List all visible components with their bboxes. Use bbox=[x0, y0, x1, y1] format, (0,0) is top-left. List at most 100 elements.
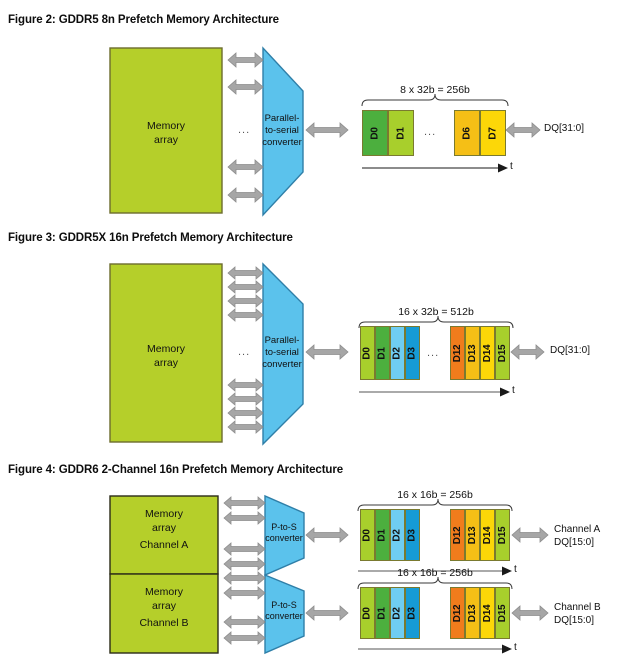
converter-to-blocks-arrow bbox=[305, 344, 349, 360]
data-block-gap-ellipsis: ... bbox=[427, 347, 440, 359]
data-block-label: D3 bbox=[407, 606, 418, 620]
data-block-label: D12 bbox=[452, 344, 464, 362]
data-block-label: D0 bbox=[369, 126, 381, 140]
data-block: D12 bbox=[450, 509, 465, 561]
data-block: D13 bbox=[465, 326, 480, 380]
bus-ellipsis: ... bbox=[238, 346, 251, 358]
converter-label-line-1: Parallel- bbox=[264, 113, 300, 124]
converter-to-blocks-arrow bbox=[305, 122, 349, 138]
figure-2: Figure 2: GDDR5 8n Prefetch Memory Archi… bbox=[0, 0, 640, 222]
data-block: D14 bbox=[480, 326, 495, 380]
data-block: D1 bbox=[375, 509, 390, 561]
dimension-brace-channel-b bbox=[357, 576, 513, 590]
memory-array-label-line-1: Memory bbox=[147, 343, 185, 355]
dimension-brace bbox=[361, 93, 509, 107]
memory-array-label-line-2: array bbox=[154, 356, 178, 369]
time-axis-arrowhead bbox=[498, 163, 508, 173]
data-block-label: D1 bbox=[377, 606, 388, 620]
data-block-label: D7 bbox=[487, 126, 499, 140]
data-block-label: D3 bbox=[407, 528, 418, 542]
memory-array-label-line-1: Memory bbox=[145, 508, 183, 520]
data-block: D12 bbox=[450, 326, 465, 380]
data-block-label: D14 bbox=[482, 344, 494, 362]
memory-array-label-line-3: Channel A bbox=[139, 539, 189, 552]
dimension-brace bbox=[358, 315, 514, 329]
channel-b-io-line-2: DQ[15:0] bbox=[554, 614, 595, 626]
converter-label: Parallel- to-serial converter bbox=[258, 335, 306, 371]
time-axis-label: t bbox=[510, 161, 513, 172]
blocks-to-channel-a-arrow bbox=[511, 527, 549, 543]
data-block: D12 bbox=[450, 587, 465, 639]
converter-label-line-2: to-serial bbox=[265, 346, 299, 358]
data-block-label: D15 bbox=[497, 526, 509, 544]
memory-array-label: Memory array bbox=[110, 343, 222, 370]
data-block: D0 bbox=[362, 110, 388, 156]
channel-a-io-line-1: Channel A bbox=[554, 524, 601, 535]
data-block: D0 bbox=[360, 587, 375, 639]
converter-label-channel-b: P-to-S converter bbox=[262, 600, 306, 623]
memory-array-box-channel-a bbox=[109, 495, 219, 575]
memory-array-label-line-3: Channel B bbox=[139, 617, 189, 630]
data-block-gap-ellipsis: ... bbox=[424, 126, 437, 138]
data-block: D0 bbox=[360, 509, 375, 561]
figure-3-diagram bbox=[109, 262, 545, 446]
parallel-to-serial-converter-shape bbox=[262, 262, 304, 446]
figure-2-title: Figure 2: GDDR5 8n Prefetch Memory Archi… bbox=[8, 14, 279, 26]
p-to-s-converter-shape-channel-b bbox=[264, 573, 305, 655]
dq-io-label: DQ[31:0] bbox=[544, 123, 585, 134]
data-block-label: D0 bbox=[362, 528, 373, 542]
bus-arrow-group-bottom bbox=[227, 378, 264, 434]
converter-to-blocks-arrow-channel-b bbox=[305, 605, 349, 621]
bus-arrow-group-bottom bbox=[227, 159, 264, 203]
data-block: D13 bbox=[465, 509, 480, 561]
memory-array-label: Memory array bbox=[110, 120, 222, 147]
data-block: D7 bbox=[480, 110, 506, 156]
converter-label-channel-a: P-to-S converter bbox=[262, 522, 306, 545]
memory-array-label-channel-a: Memory array Channel A bbox=[110, 508, 218, 553]
data-block: D3 bbox=[405, 509, 420, 561]
memory-array-label-line-2: array bbox=[154, 133, 178, 146]
data-block-label: D2 bbox=[392, 606, 403, 620]
bus-arrow-group-channel-b bbox=[223, 571, 266, 645]
data-block-label: D3 bbox=[407, 346, 418, 360]
data-block: D2 bbox=[390, 326, 405, 380]
time-axis-arrowhead bbox=[500, 387, 510, 397]
converter-label-line-1: Parallel- bbox=[264, 335, 300, 346]
data-block-label: D12 bbox=[452, 604, 464, 622]
converter-label-line-2: to-serial bbox=[265, 124, 299, 136]
data-block: D0 bbox=[360, 326, 375, 380]
data-block: D6 bbox=[454, 110, 480, 156]
blocks-to-dq-arrow bbox=[510, 344, 545, 360]
data-block-label: D15 bbox=[497, 604, 509, 622]
figure-4-diagram bbox=[109, 494, 549, 655]
channel-b-io-line-1: Channel B bbox=[554, 602, 601, 613]
data-block: D15 bbox=[495, 509, 510, 561]
data-block: D13 bbox=[465, 587, 480, 639]
converter-to-blocks-arrow-channel-a bbox=[305, 527, 349, 543]
data-block: D1 bbox=[388, 110, 414, 156]
data-block-label: D1 bbox=[377, 528, 388, 542]
dimension-label: 8 x 32b = 256b bbox=[400, 84, 470, 96]
data-block: D2 bbox=[390, 509, 405, 561]
time-axis-label: t bbox=[512, 385, 515, 396]
channel-a-io-label: Channel A DQ[15:0] bbox=[554, 524, 600, 549]
data-block-label: D12 bbox=[452, 526, 464, 544]
data-block: D14 bbox=[480, 509, 495, 561]
data-block: D14 bbox=[480, 587, 495, 639]
bus-ellipsis: ... bbox=[238, 124, 251, 136]
converter-label-line-2: converter bbox=[265, 533, 303, 544]
data-block-label: D14 bbox=[482, 526, 494, 544]
memory-array-label-line-1: Memory bbox=[147, 120, 185, 132]
parallel-to-serial-converter-shape bbox=[262, 46, 304, 217]
data-block-label: D6 bbox=[461, 126, 473, 140]
data-block-label: D2 bbox=[392, 346, 403, 360]
bus-arrow-group-top bbox=[227, 52, 264, 95]
bus-arrow-group-channel-a bbox=[223, 496, 266, 571]
figure-3: Figure 3: GDDR5X 16n Prefetch Memory Arc… bbox=[0, 222, 640, 458]
memory-array-label-line-2: array bbox=[152, 521, 176, 534]
figure-3-title: Figure 3: GDDR5X 16n Prefetch Memory Arc… bbox=[8, 232, 293, 244]
converter-label-line-3: converter bbox=[262, 358, 302, 370]
data-block-label: D14 bbox=[482, 604, 494, 622]
dimension-label-channel-b: 16 x 16b = 256b bbox=[397, 567, 473, 579]
data-block: D1 bbox=[375, 326, 390, 380]
